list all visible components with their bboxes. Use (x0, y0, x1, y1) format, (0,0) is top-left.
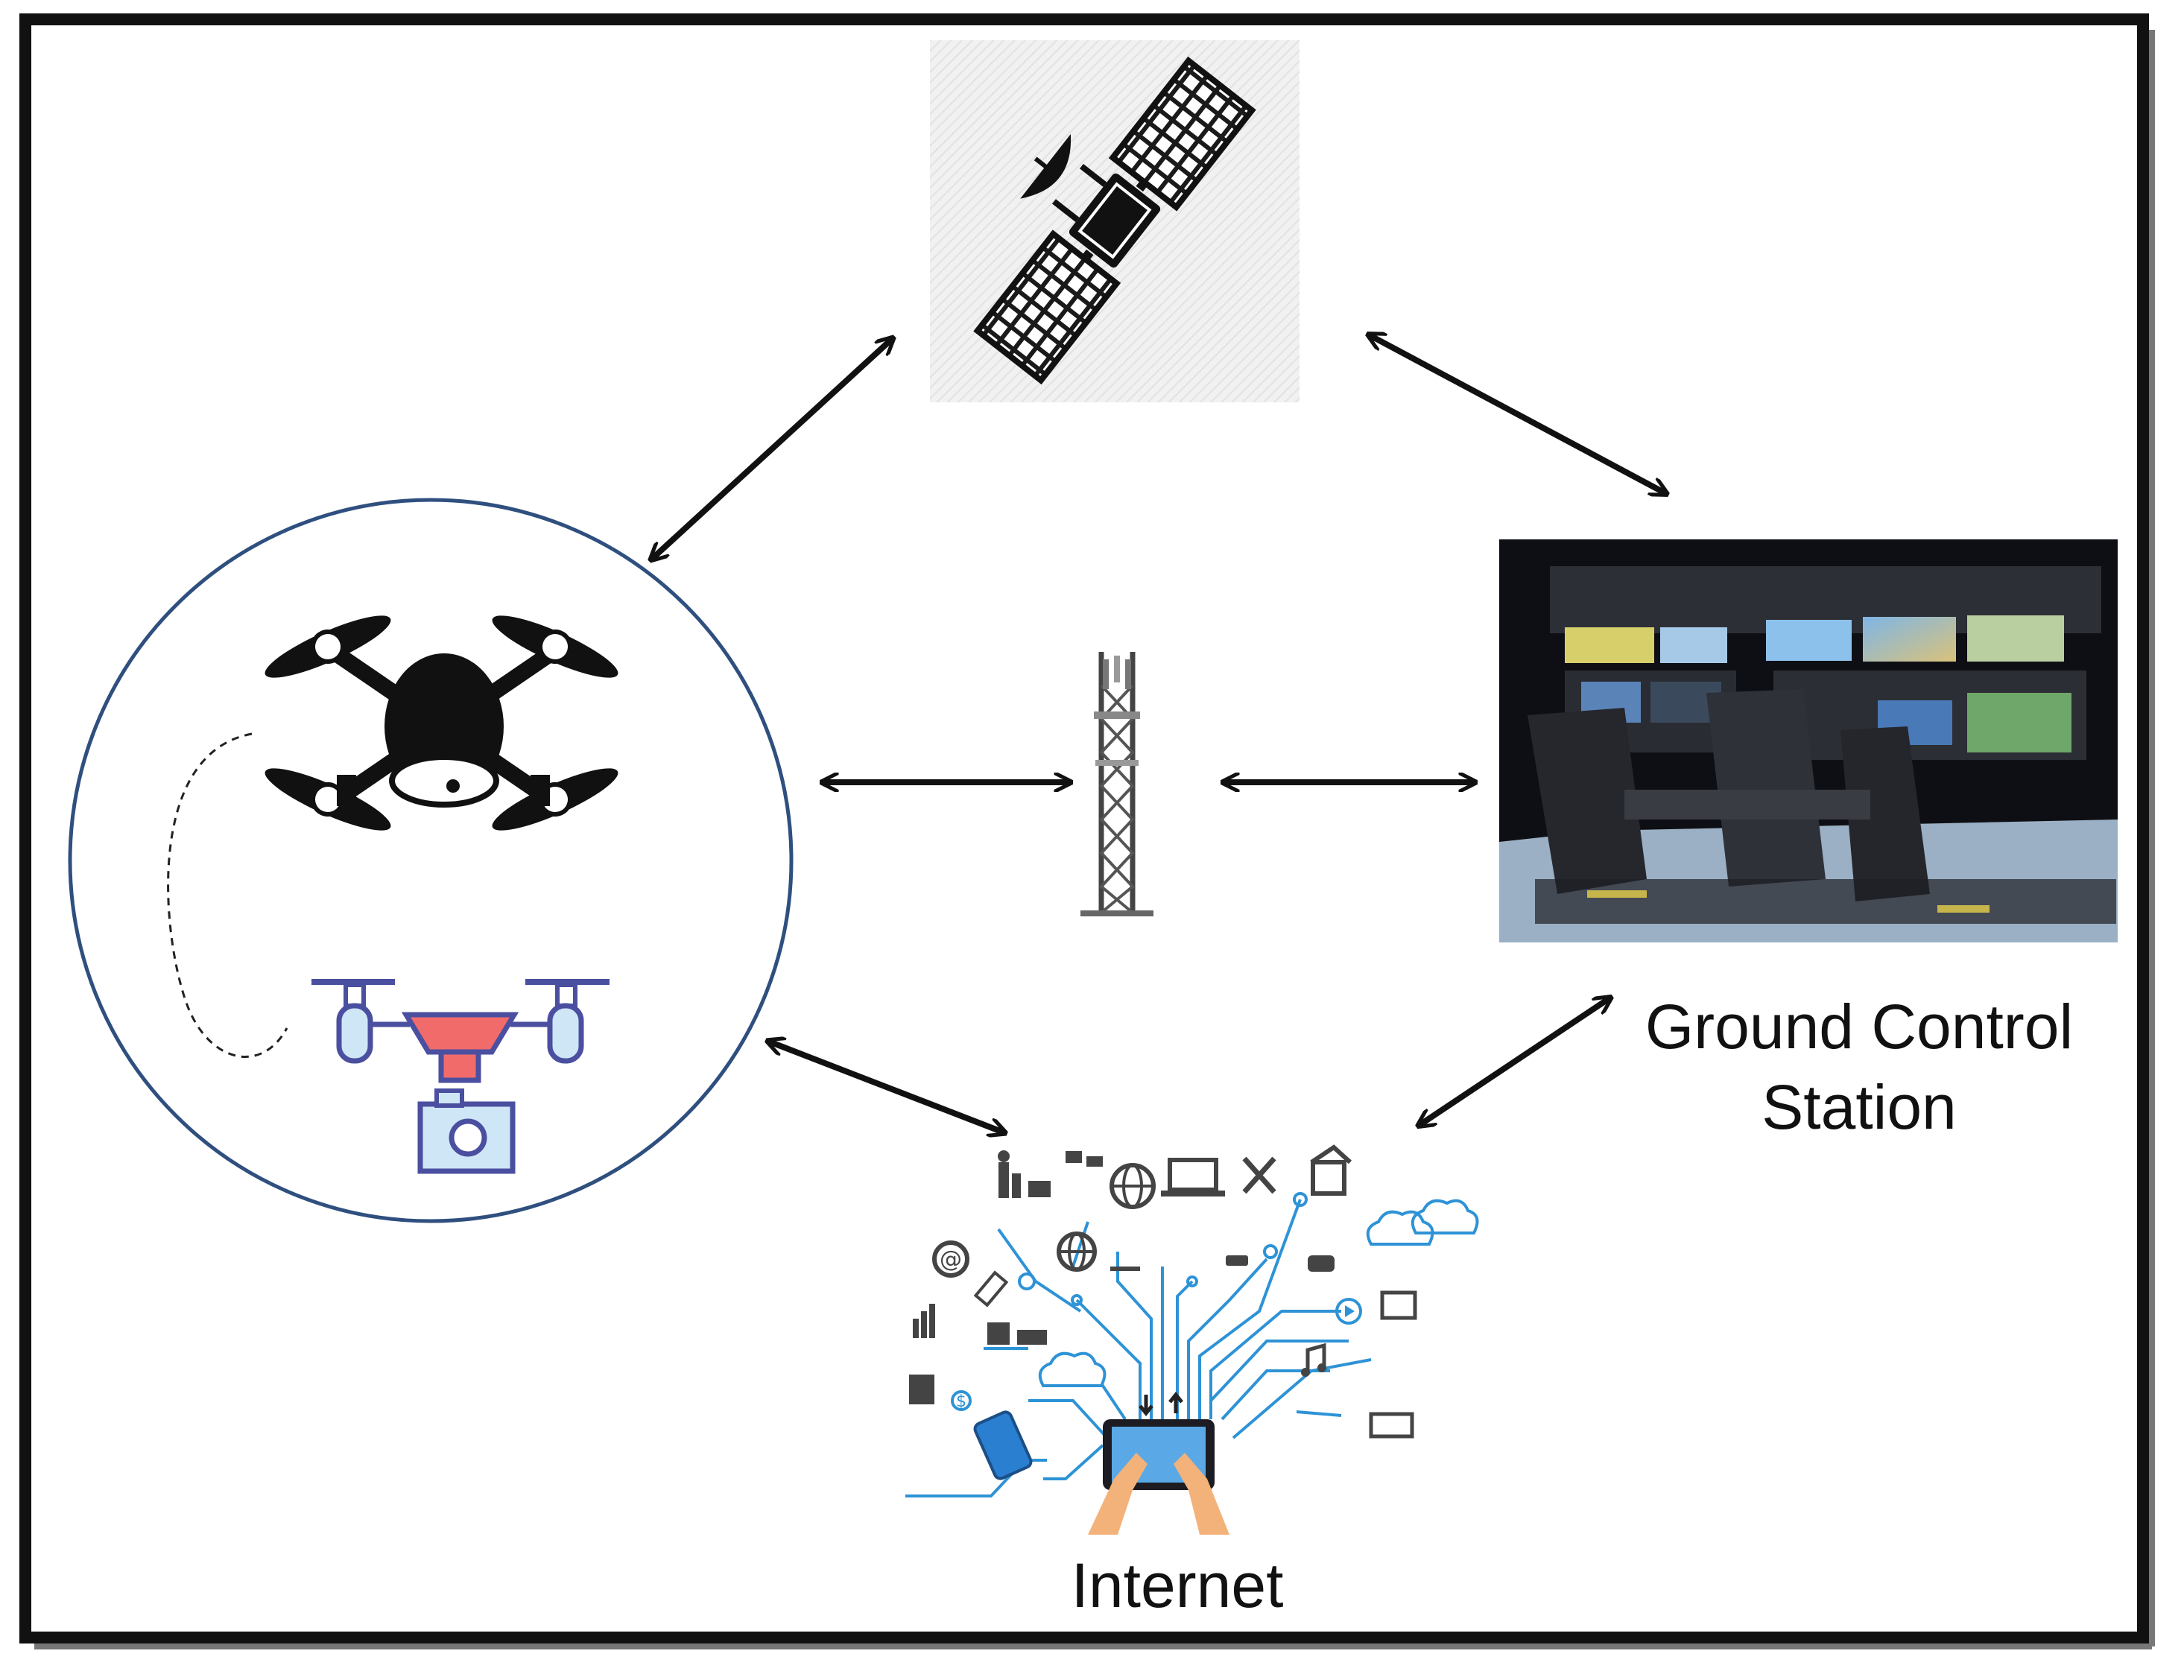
svg-text:@: @ (940, 1246, 962, 1272)
link-arrows (652, 335, 1665, 1132)
iot-network-icon: $ (905, 1144, 1479, 1535)
diagram-border (19, 13, 2149, 1643)
ground-control-label-line2: Station (1762, 1071, 1957, 1142)
uav-group-circle (68, 498, 794, 1223)
arrow-uav-internet (769, 1042, 1004, 1132)
arrow-satellite-gcs (1370, 335, 1665, 493)
ground-control-station-label: Ground Control Station (1602, 987, 2116, 1147)
flight-path-dashed (167, 732, 288, 1058)
camera-drone-icon (311, 979, 610, 1174)
arrow-internet-gcs (1419, 998, 1609, 1125)
control-room-image (1499, 539, 2118, 942)
svg-text:$: $ (956, 1392, 966, 1411)
quadcopter-icon (265, 615, 618, 831)
arrow-uav-satellite (652, 339, 892, 559)
ground-control-label-line1: Ground Control (1645, 992, 2074, 1062)
satellite-icon (930, 40, 1300, 402)
internet-label: Internet (1071, 1550, 1284, 1620)
cell-tower-icon (1080, 652, 1153, 916)
